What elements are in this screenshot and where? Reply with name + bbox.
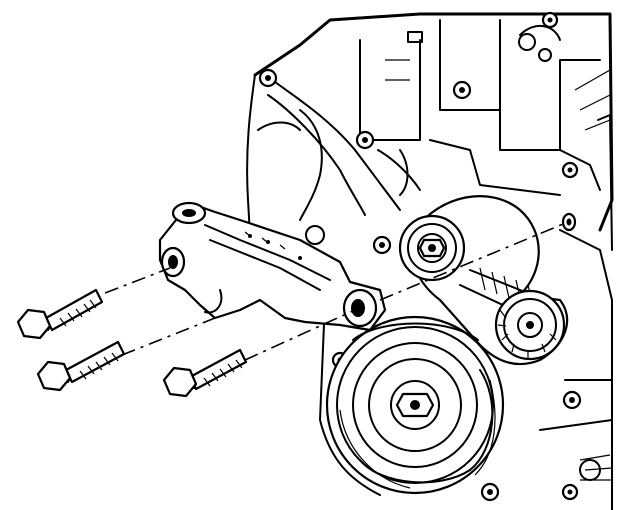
- lower-cover-detail: [305, 149, 613, 510]
- block-mounting-hole: [561, 212, 577, 232]
- cover-bolt: [258, 68, 278, 88]
- crankshaft-balancer: [325, 315, 505, 495]
- cover-bolt: [355, 130, 375, 150]
- cover-bolt: [452, 80, 472, 100]
- guide-lower-bolt: [244, 309, 356, 361]
- guide-upper-bolt: [104, 267, 171, 294]
- guide-block-hole: [379, 221, 569, 301]
- cover-bolt: [480, 482, 500, 502]
- tensioner-arm-pulley: [494, 289, 566, 361]
- generator-bracket: [158, 201, 387, 332]
- bracket-bolt-middle: [36, 340, 126, 392]
- engine-front-cover: [246, 12, 614, 251]
- cover-bolt: [372, 235, 392, 255]
- cover-bolt: [561, 483, 579, 501]
- cover-bolt: [541, 11, 559, 29]
- bracket-bolt-upper: [16, 288, 104, 340]
- alignment-guides: [104, 221, 569, 361]
- tensioner-pulley: [398, 214, 466, 282]
- bracket-bolt-lower: [162, 348, 248, 398]
- cover-bolt: [561, 161, 579, 179]
- guide-middle-bolt: [121, 317, 216, 356]
- cover-bolt: [562, 390, 582, 410]
